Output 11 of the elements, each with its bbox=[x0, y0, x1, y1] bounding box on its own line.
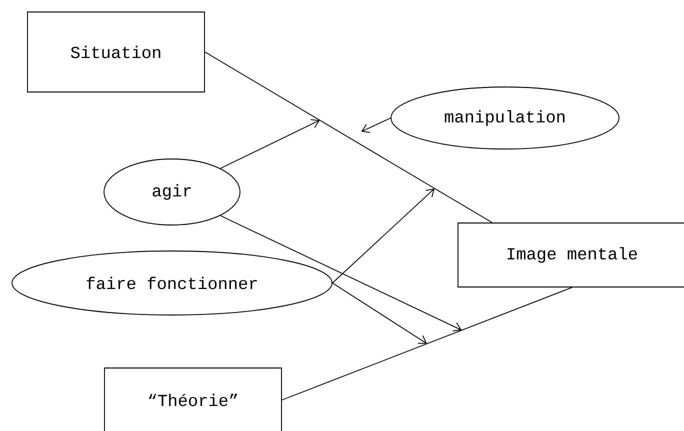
text-box: “Théorie” bbox=[104, 368, 282, 431]
text-box: Situation bbox=[27, 12, 205, 92]
arrow bbox=[220, 119, 320, 169]
cloud-bubble: agir bbox=[104, 158, 240, 226]
cloud-bubble: manipulation bbox=[390, 86, 620, 150]
arrow bbox=[361, 118, 391, 133]
arrow bbox=[332, 282, 427, 344]
arrow bbox=[220, 215, 462, 332]
cloud-bubble: faire fonctionner bbox=[12, 250, 332, 316]
arrow bbox=[332, 188, 435, 284]
text-box: Image mentale bbox=[458, 222, 684, 288]
